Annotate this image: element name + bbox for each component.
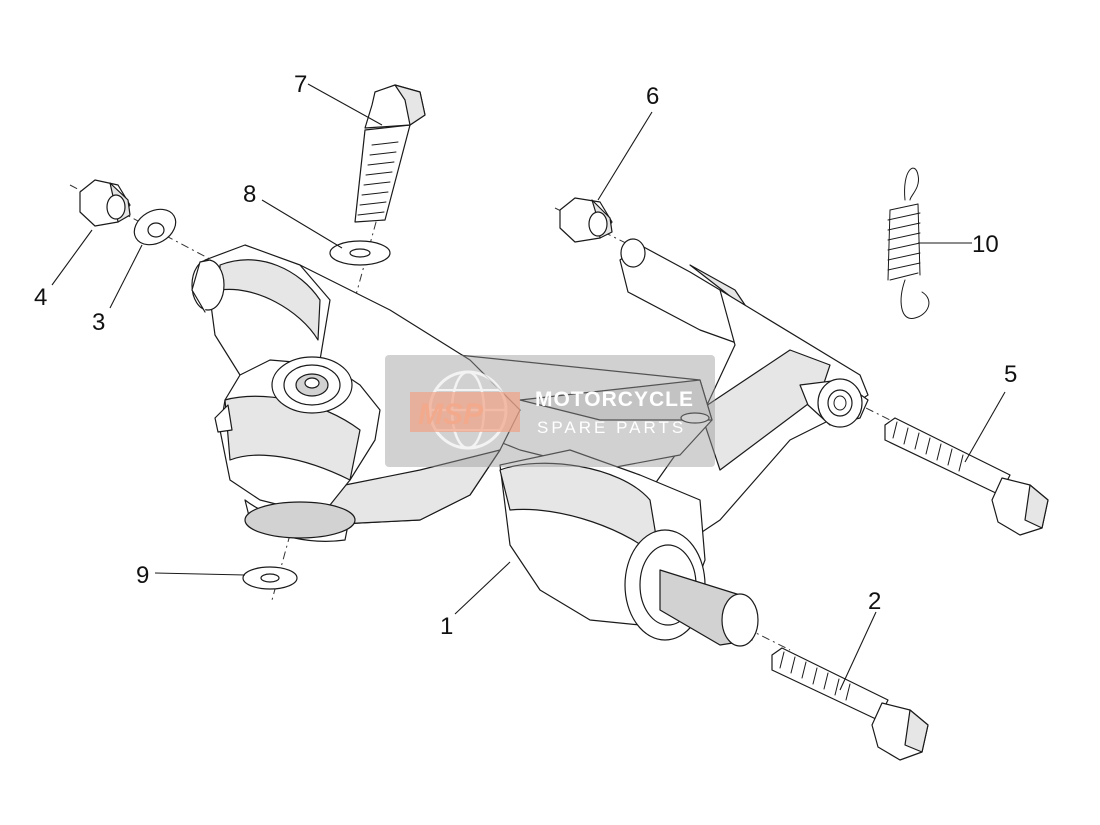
washer-part-8 — [329, 240, 391, 266]
watermark-logo: MSP — [418, 398, 484, 431]
watermark-subtitle: SPARE PARTS — [537, 418, 686, 437]
logo-badge — [410, 392, 520, 432]
callout-7: 7 — [294, 71, 307, 98]
callout-1: 1 — [440, 613, 453, 640]
spring-part-10 — [887, 167, 930, 319]
bolt-part-2 — [771, 647, 929, 761]
watermark-background — [385, 355, 715, 467]
callout-6: 6 — [646, 83, 659, 110]
watermark-title: MOTORCYCLE — [535, 388, 694, 411]
bolt-part-5 — [884, 417, 1049, 536]
washer-part-9 — [242, 566, 298, 590]
callout-4: 4 — [34, 284, 47, 311]
washer-part-3 — [133, 208, 177, 246]
callout-2: 2 — [868, 588, 881, 615]
callout-5: 5 — [1004, 361, 1017, 388]
callout-10: 10 — [972, 231, 999, 258]
leader-lines — [51, 83, 1006, 691]
nut-part-6 — [559, 197, 613, 243]
callout-8: 8 — [243, 181, 256, 208]
watermark: MSP MOTORCYCLE SPARE PARTS — [385, 355, 715, 467]
callout-9: 9 — [136, 562, 149, 589]
swing-arm-part-1 — [191, 238, 869, 647]
nut-part-4 — [79, 179, 131, 227]
callout-labels: 1 2 3 4 5 6 7 8 9 10 — [34, 71, 1017, 640]
bolt-part-7 — [354, 84, 426, 223]
callout-3: 3 — [92, 309, 105, 336]
